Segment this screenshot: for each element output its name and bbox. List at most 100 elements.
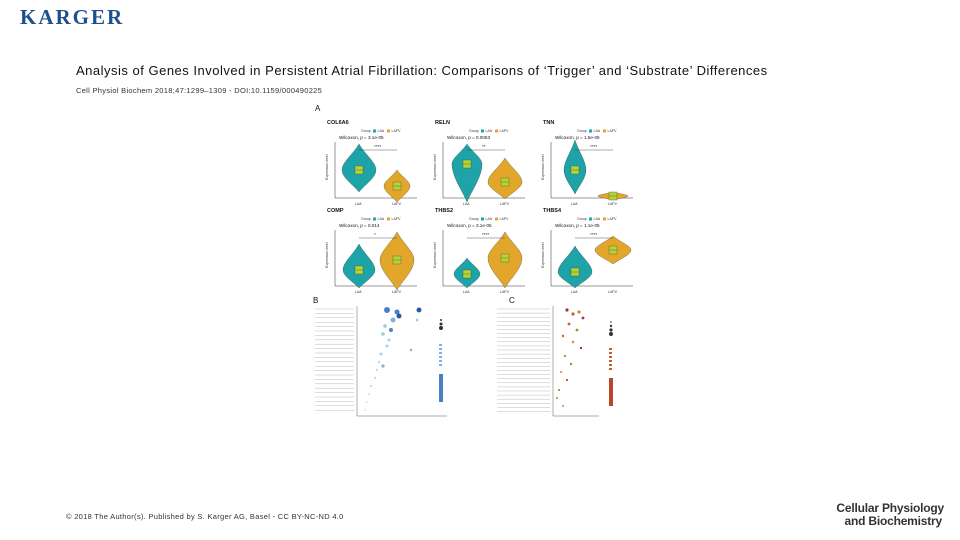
y-axis-title: Expression level — [541, 154, 545, 180]
panel-c-group-legend — [609, 352, 612, 354]
x-tick-laa: LAA — [463, 290, 470, 294]
journal-name-line1: Cellular Physiology — [836, 501, 944, 515]
panel-b-size-legend — [440, 319, 442, 321]
significance-stars: **** — [374, 144, 381, 149]
panel-b-point — [366, 401, 368, 403]
panel-c-point — [569, 362, 573, 366]
legend-label-lapv: LAPV — [608, 129, 618, 133]
panel-b-point — [373, 376, 377, 380]
panel-c-point — [561, 334, 565, 338]
panel-b-point — [369, 384, 373, 388]
violin-laa — [451, 143, 483, 203]
legend-swatch-lapv — [387, 129, 390, 133]
gene-title: COMP — [327, 208, 344, 214]
legend-swatch-laa — [373, 217, 376, 221]
panel-b-point — [415, 318, 419, 322]
y-axis-title: Expression level — [325, 242, 329, 268]
panel-c-group-legend — [609, 364, 612, 366]
legend-label-laa: LAA — [486, 217, 493, 221]
legend-swatch-lapv — [387, 217, 390, 221]
legend-title: Group — [469, 129, 479, 133]
panel-b-color-legend — [439, 374, 443, 402]
x-tick-lapv: LAPV — [608, 202, 618, 206]
panel-c-point — [563, 354, 567, 358]
gene-title: COL6A6 — [327, 120, 349, 126]
panel-c-size-legend — [609, 324, 613, 328]
panel-c-point — [581, 316, 585, 320]
panel-label-c: C — [509, 296, 515, 305]
panel-c-size-legend — [610, 321, 612, 323]
legend-label-laa: LAA — [594, 217, 601, 221]
panel-b-point — [381, 332, 385, 336]
panel-c-point — [571, 312, 575, 316]
significance-stars: **** — [590, 232, 597, 237]
x-tick-laa: LAA — [355, 290, 362, 294]
panel-c-size-legend — [609, 332, 613, 336]
gene-title: RELN — [435, 120, 450, 126]
legend-label-laa: LAA — [594, 129, 601, 133]
panel-c-group-legend — [609, 368, 612, 370]
journal-name-line2: and Biochemistry — [844, 514, 943, 528]
y-axis-title: Expression level — [433, 154, 437, 180]
panel-c-point — [562, 405, 564, 407]
y-axis-title: Expression level — [541, 242, 545, 268]
panel-b-point — [383, 324, 387, 328]
legend-swatch-lapv — [603, 129, 606, 133]
journal-logo: Cellular Physiology and Biochemistry — [836, 502, 944, 528]
stat-label: Wilcoxon, p = 3.1e-05 — [339, 135, 384, 140]
gene-title: THBS4 — [543, 208, 562, 214]
panel-b-group-legend — [439, 352, 442, 354]
x-tick-lapv: LAPV — [500, 290, 510, 294]
legend-label-lapv: LAPV — [392, 217, 402, 221]
legend-label-laa: LAA — [378, 217, 385, 221]
x-tick-lapv: LAPV — [500, 202, 510, 206]
panel-b-group-legend — [439, 348, 442, 350]
significance-stars: ** — [482, 144, 486, 149]
panel-c-point — [565, 308, 569, 312]
panel-b-point — [367, 392, 371, 396]
panel-b-point — [379, 352, 383, 356]
legend-label-lapv: LAPV — [608, 217, 618, 221]
panel-label-b: B — [313, 296, 318, 305]
panel-b-point — [396, 313, 402, 319]
copyright-footer: © 2018 The Author(s). Published by S. Ka… — [66, 512, 344, 521]
panel-c-point — [567, 322, 571, 326]
panel-label-a: A — [315, 104, 321, 113]
legend-swatch-lapv — [603, 217, 606, 221]
stat-label: Wilcoxon, p = 1.1e-05 — [555, 223, 600, 228]
panel-b-point — [377, 360, 381, 364]
panel-b-point — [389, 328, 393, 332]
x-tick-lapv: LAPV — [608, 290, 618, 294]
panel-c-point — [566, 379, 568, 381]
stat-label: Wilcoxon, p = 0.0063 — [447, 135, 490, 140]
panel-b-group-legend — [439, 364, 442, 366]
panel-c-group-legend — [609, 356, 612, 358]
legend-title: Group — [361, 217, 371, 221]
legend-label-lapv: LAPV — [500, 129, 510, 133]
panel-c-point — [579, 346, 583, 350]
panel-b-size-legend — [439, 322, 443, 326]
significance-stars: **** — [482, 232, 489, 237]
legend-title: Group — [361, 129, 371, 133]
violin-laa — [557, 245, 593, 289]
panel-b-group-legend — [439, 360, 442, 362]
panel-c-color-legend — [609, 378, 613, 406]
x-tick-laa: LAA — [571, 202, 578, 206]
legend-label-lapv: LAPV — [500, 217, 510, 221]
legend-label-laa: LAA — [378, 129, 385, 133]
legend-swatch-laa — [481, 217, 484, 221]
legend-title: Group — [577, 129, 587, 133]
panel-c-size-legend — [609, 328, 613, 332]
panel-c-point — [575, 328, 579, 332]
legend-swatch-lapv — [495, 217, 498, 221]
panel-c-group-legend — [609, 348, 612, 350]
x-tick-laa: LAA — [571, 290, 578, 294]
legend-swatch-laa — [481, 129, 484, 133]
y-axis-title: Expression level — [433, 242, 437, 268]
legend-swatch-laa — [589, 217, 592, 221]
y-axis-title: Expression level — [325, 154, 329, 180]
panel-b-point — [364, 409, 366, 411]
citation: Cell Physiol Biochem 2018;47:1299–1309 -… — [76, 86, 323, 95]
panel-b-point — [390, 317, 396, 323]
